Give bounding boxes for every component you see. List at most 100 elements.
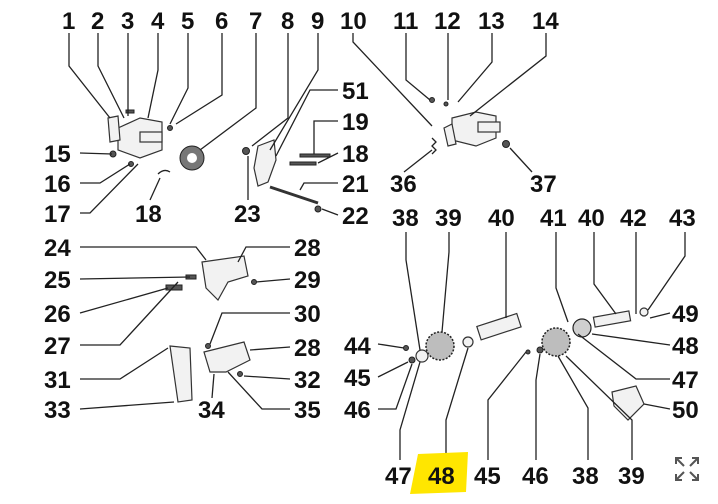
right-arm-part [443,123,457,147]
label-27: 27 [44,333,71,360]
label-51: 51 [342,78,369,105]
label-17: 17 [44,201,71,228]
washer-38-part [415,349,429,363]
label-48-bottom-highlighted: 48 [428,463,455,490]
gear-39-part [425,331,455,361]
pin-part [128,161,134,167]
expand-icon[interactable] [674,456,700,482]
gear-side-labels: 44 45 46 49 48 47 50 [344,301,699,424]
pin-18-part [289,161,317,166]
label-49: 49 [672,301,699,328]
left-lower-labels: 24 25 26 27 31 33 [44,235,71,424]
label-22: 22 [342,203,369,230]
label-39-top: 39 [435,205,462,232]
lower-lever-part [203,341,251,373]
gear-top-labels: 38 39 40 41 40 42 43 [392,205,696,232]
spring-clip-part [157,169,171,175]
nut-32-part [237,371,243,377]
label-15: 15 [44,141,71,168]
label-42: 42 [620,205,647,232]
label-46-left: 46 [344,397,371,424]
label-10: 10 [340,8,367,35]
label-35: 35 [294,397,321,424]
label-23: 23 [234,201,261,228]
label-28-upper: 28 [294,235,321,262]
shaft-42-part [592,310,632,328]
label-9: 9 [311,8,324,35]
screw-30-part [205,343,211,349]
label-14: 14 [532,8,559,35]
label-45-bottom: 45 [474,463,501,490]
label-29: 29 [294,267,321,294]
label-47-right: 47 [672,367,699,394]
center-lower-labels: 28 29 30 28 32 34 35 [198,235,321,424]
label-36: 36 [390,171,417,198]
label-50: 50 [672,397,699,424]
pin-45b-part [525,349,531,355]
screw-part [125,109,135,114]
mid-right-labels: 51 19 18 21 22 36 37 [342,78,557,230]
label-13: 13 [478,8,505,35]
cam-plate-part [169,345,193,403]
label-26: 26 [44,301,71,328]
washer-46-part [536,346,544,354]
label-11: 11 [393,8,418,35]
label-5: 5 [181,8,194,35]
label-34: 34 [198,397,225,424]
gear-right-small-part [572,318,592,338]
rod-21-part [269,185,319,205]
label-37: 37 [530,171,557,198]
right-shaft-part [477,121,501,133]
label-21: 21 [342,171,369,198]
label-19: 19 [342,109,369,136]
label-39-bottom: 39 [618,463,645,490]
linkage-nut-part [242,147,250,155]
label-33: 33 [44,397,71,424]
label-8: 8 [281,8,294,35]
label-38-top: 38 [392,205,419,232]
bottom-labels: 47 48 45 46 38 39 [385,463,645,490]
screw-12-part [443,101,449,107]
label-40-right: 40 [578,205,605,232]
pin-19-part [299,153,331,158]
label-16: 16 [44,171,71,198]
label-3: 3 [121,8,134,35]
label-25: 25 [44,267,71,294]
screw-11-part [429,97,435,103]
label-28-lower: 28 [294,335,321,362]
label-48-right: 48 [672,333,699,360]
leader-lines [68,33,686,460]
gearbox-shaft-part [139,131,163,143]
label-32: 32 [294,367,321,394]
label-24: 24 [44,235,71,262]
label-31: 31 [44,367,71,394]
label-6: 6 [215,8,228,35]
gear-right-part [541,327,571,357]
bolt-45-part [408,356,416,364]
label-43: 43 [669,205,696,232]
parts-group [107,97,649,421]
screw-26-part [165,284,183,291]
washer-22-part [314,205,322,213]
nut-37-part [502,140,510,148]
label-45-left: 45 [344,365,371,392]
ring-48-part [462,336,474,348]
ring-43-part [639,307,649,317]
nut-29-part [251,279,257,285]
label-1: 1 [62,8,75,35]
label-38-bottom: 38 [572,463,599,490]
label-41: 41 [540,205,567,232]
top-labels: 1 2 3 4 5 6 7 8 9 10 11 12 13 14 [62,8,559,35]
bracket-plate-part [201,255,249,301]
gearbox-arm-part [107,115,121,143]
gasket-ring-hole [187,153,197,163]
label-47-bottom: 47 [385,463,412,490]
label-18: 18 [342,141,369,168]
label-7: 7 [249,8,262,35]
left-upper-labels: 15 16 17 18 23 [44,141,261,228]
label-46-bottom: 46 [522,463,549,490]
highlight-marker [410,452,468,494]
linkage-lever-part [253,139,277,187]
spring-36-part [431,137,437,155]
